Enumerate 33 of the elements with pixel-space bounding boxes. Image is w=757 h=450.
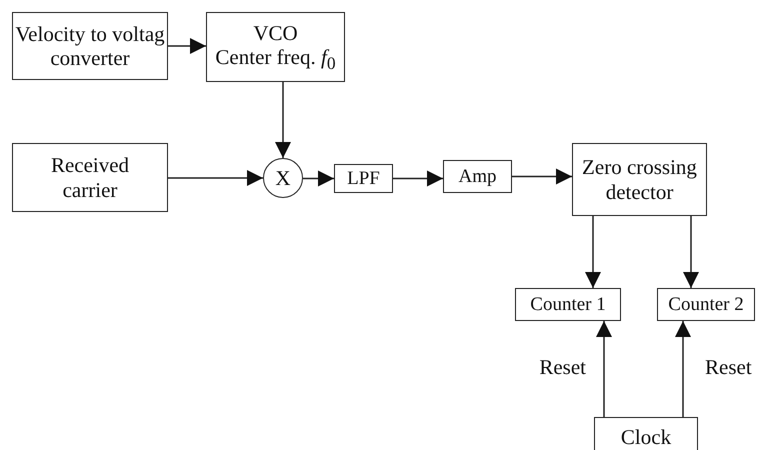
node-label: X [275, 166, 291, 190]
node-label: Counter 2 [668, 294, 744, 316]
process-box [334, 164, 393, 193]
node-label: LPF [347, 168, 380, 190]
process-box [12, 12, 168, 80]
multiplier-circle [263, 158, 303, 198]
arrow [168, 38, 206, 54]
arrow [675, 321, 691, 417]
node-label: VCO [253, 20, 298, 45]
process-box [443, 160, 512, 193]
node-label: Center freq. f$_{0}$ [215, 44, 336, 74]
process-box [515, 288, 621, 321]
arrow [275, 82, 291, 158]
arrow [393, 170, 443, 186]
process-box [206, 12, 345, 82]
arrow [512, 168, 572, 184]
edge-label: Reset [705, 355, 752, 380]
node-label: Amp [458, 166, 496, 188]
arrow [683, 216, 699, 288]
process-box [657, 288, 755, 321]
process-box [594, 417, 698, 450]
node-label: Received carrier [50, 153, 130, 202]
node-label: Counter 1 [530, 294, 606, 316]
arrow [303, 170, 334, 186]
node-label: Velocity to voltag converter [15, 22, 165, 70]
arrow [596, 321, 612, 417]
node-label: Clock [620, 424, 672, 450]
edge-label: Reset [539, 355, 586, 380]
process-box [572, 143, 707, 216]
arrow [585, 216, 601, 288]
node-label: Zero crossing detector [581, 155, 698, 204]
process-box [12, 143, 168, 212]
arrow [168, 170, 263, 186]
